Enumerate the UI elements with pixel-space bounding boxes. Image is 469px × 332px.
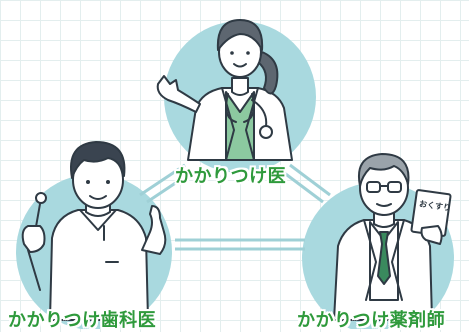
connector-lines [139, 163, 331, 251]
medicine-bag-label: おくすり [419, 199, 452, 212]
dentist-figure [21, 141, 167, 321]
doctor-figure [156, 19, 293, 161]
dentist-label: かかりつけ歯科医 [8, 310, 157, 331]
pharmacist-figure [333, 153, 452, 321]
pharmacist-label: かかりつけ薬剤師 [297, 310, 446, 331]
doctor-label: かかりつけ医 [175, 166, 287, 187]
